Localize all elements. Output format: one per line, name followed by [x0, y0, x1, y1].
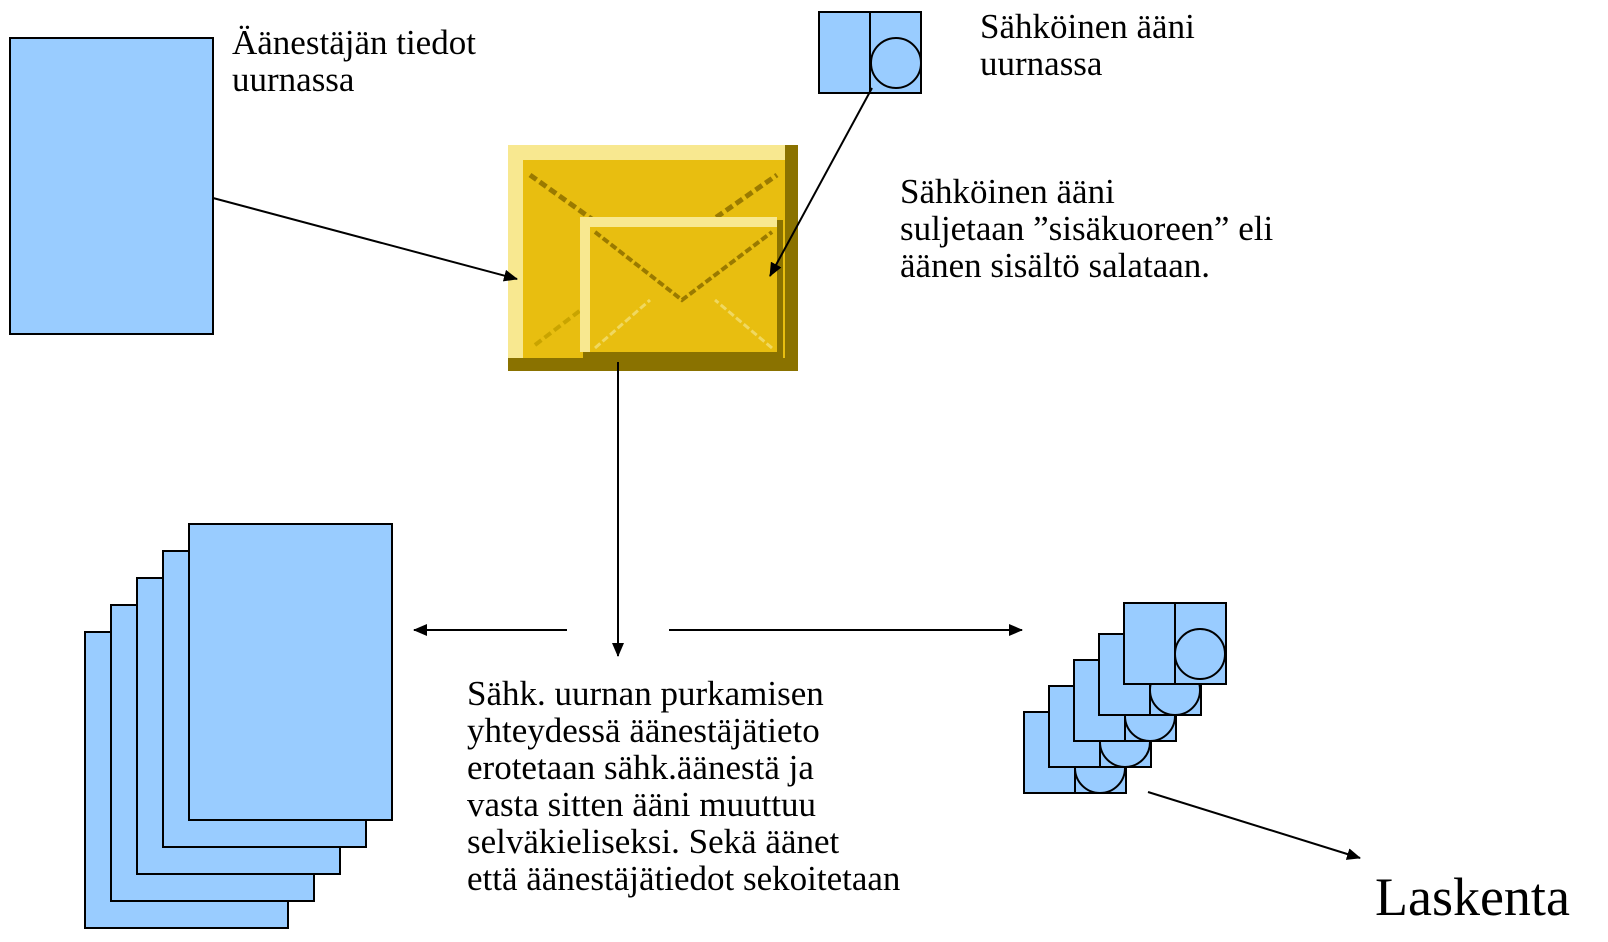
envelope-icon — [508, 145, 798, 371]
electronic-vote-icon — [818, 11, 922, 94]
process-line: erotetaan sähk.äänestä ja — [467, 748, 814, 787]
process-line: vasta sitten ääni muuttuu — [467, 785, 816, 824]
electronic-vote-line: uurnassa — [980, 44, 1103, 83]
process-line: selväkieliseksi. Sekä äänet — [467, 822, 840, 861]
inner-envelope-line: suljetaan ”sisäkuoreen” eli — [900, 209, 1274, 248]
process-line: että äänestäjätiedot sekoitetaan — [467, 859, 901, 898]
vote-stack-icon — [1023, 602, 1227, 794]
electronic-vote-line: Sähköinen ääni — [980, 7, 1195, 46]
arrow-vote-to-envelope — [769, 87, 873, 277]
process-line: yhteydessä äänestäjätieto — [467, 711, 820, 750]
voter-document-icon — [9, 37, 214, 335]
voter-info-line: Äänestäjän tiedot — [232, 23, 476, 62]
inner-envelope-label: Sähköinen ääni suljetaan ”sisäkuoreen” e… — [900, 173, 1273, 284]
voter-info-line: uurnassa — [232, 60, 355, 99]
inner-envelope-line: Sähköinen ääni — [900, 172, 1115, 211]
process-description: Sähk. uurnan purkamisen yhteydessä äänes… — [467, 675, 900, 897]
arrow-to-counting — [1147, 791, 1361, 860]
arrow-voter-to-envelope — [212, 197, 518, 282]
counting-label: Laskenta — [1375, 867, 1570, 927]
process-line: Sähk. uurnan purkamisen — [467, 674, 824, 713]
voter-info-label: Äänestäjän tiedot uurnassa — [232, 24, 476, 98]
electronic-vote-label: Sähköinen ääni uurnassa — [980, 8, 1195, 82]
document-stack-icon — [84, 523, 393, 929]
inner-envelope-line: äänen sisältö salataan. — [900, 246, 1211, 285]
